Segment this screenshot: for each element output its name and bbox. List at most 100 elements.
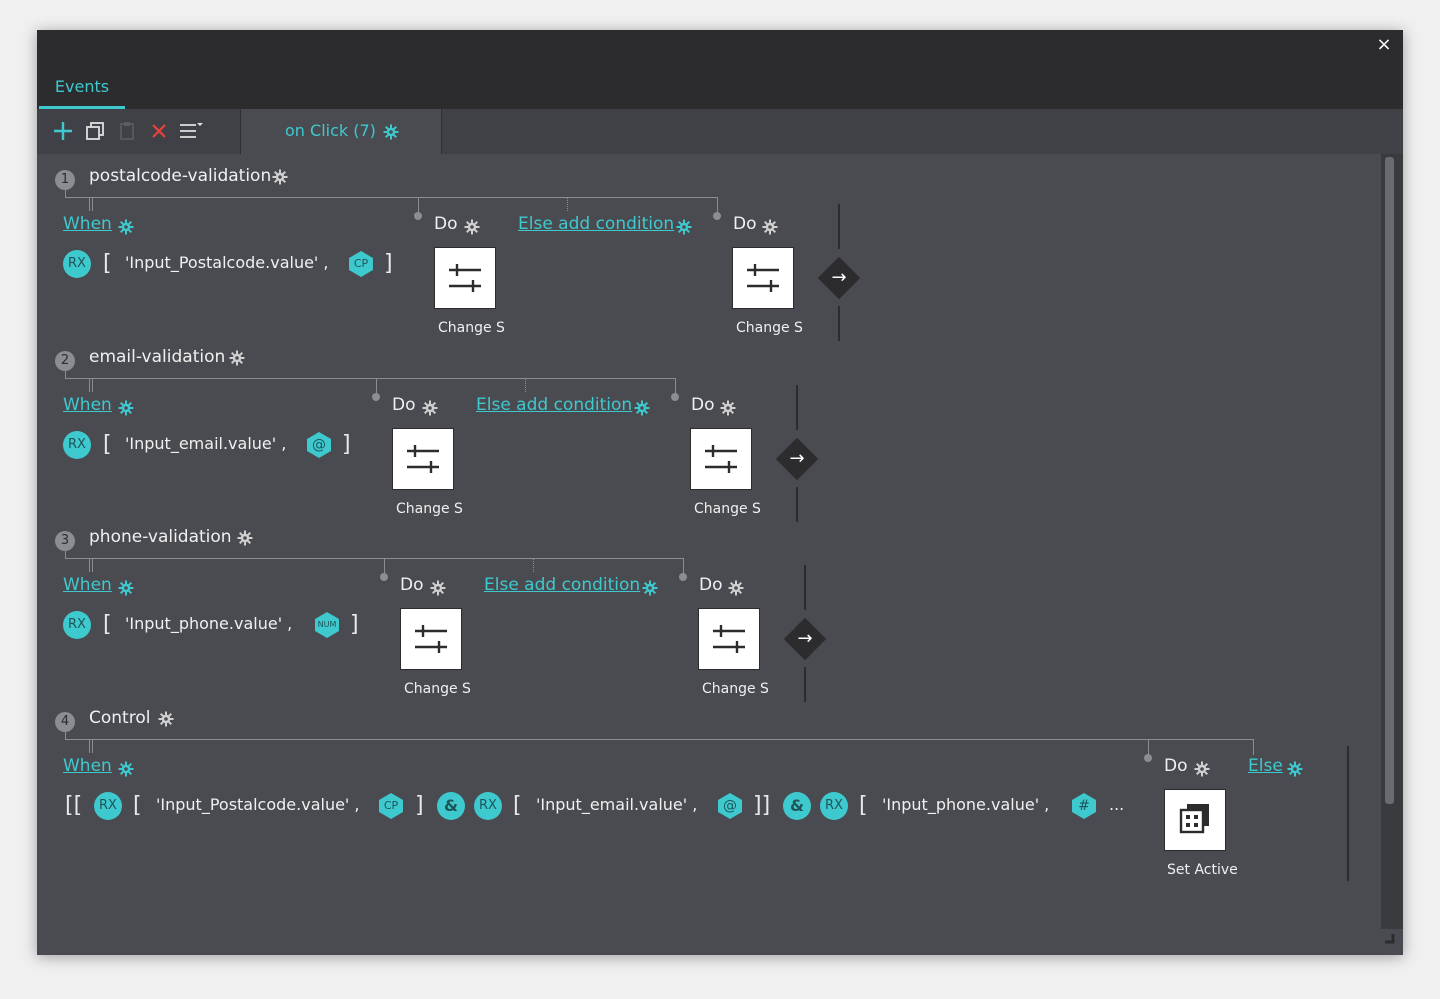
gear-icon[interactable] [118, 219, 134, 235]
condition-value[interactable]: 'Input_Postalcode.value' , [156, 795, 360, 814]
open-bracket: [ [513, 793, 522, 818]
menu-icon[interactable] [179, 119, 203, 143]
regex-badge[interactable]: RX [63, 611, 91, 639]
close-bracket: ] [415, 793, 424, 818]
else-add-condition-link[interactable]: Else add condition [484, 575, 641, 595]
resize-grip-icon[interactable] [1383, 932, 1395, 944]
condition-value[interactable]: 'Input_phone.value' , [882, 795, 1050, 814]
change-style-action[interactable] [400, 608, 462, 670]
gear-icon[interactable] [720, 400, 736, 416]
connector [675, 378, 676, 396]
change-style-action[interactable] [690, 428, 752, 490]
type-badge-label: CP [383, 799, 399, 812]
tab-on-click[interactable]: on Click (7) [241, 109, 442, 154]
gear-icon[interactable] [118, 400, 134, 416]
type-badge-hexagon[interactable] [347, 250, 375, 278]
connector [418, 197, 419, 215]
gear-icon[interactable] [422, 400, 438, 416]
else-add-condition-link[interactable]: Else add condition [518, 214, 675, 234]
group-title[interactable]: postalcode-validation [89, 166, 272, 186]
gear-icon[interactable] [383, 124, 399, 140]
connector [65, 378, 675, 379]
copy-icon[interactable] [83, 119, 107, 143]
connector [717, 197, 718, 215]
gear-icon[interactable] [464, 219, 480, 235]
gear-icon[interactable] [634, 400, 650, 416]
change-style-action[interactable] [434, 247, 496, 309]
gear-icon[interactable] [237, 530, 253, 546]
connector [683, 558, 684, 576]
regex-badge[interactable]: RX [94, 792, 122, 820]
connector-dot [414, 212, 422, 220]
when-link[interactable]: When [63, 575, 112, 595]
type-badge-hexagon[interactable] [305, 431, 333, 459]
change-style-action[interactable] [698, 608, 760, 670]
x-icon[interactable] [147, 119, 171, 143]
connector [92, 558, 93, 572]
and-operator[interactable]: & [437, 792, 465, 820]
else-add-condition-link[interactable]: Else add condition [476, 395, 633, 415]
flow-line [1347, 746, 1349, 881]
sliders-icon [747, 264, 779, 292]
condition-value[interactable]: 'Input_Postalcode.value' , [125, 253, 329, 272]
clipboard-icon[interactable] [115, 119, 139, 143]
connector-dot [671, 393, 679, 401]
toolbar: on Click (7) [37, 109, 1403, 154]
scrollbar-thumb[interactable] [1385, 157, 1394, 804]
open-bracket: [ [103, 612, 112, 637]
title-bar: × Events [37, 30, 1403, 109]
regex-badge[interactable]: RX [820, 792, 848, 820]
else-link[interactable]: Else [1248, 756, 1283, 776]
condition-value[interactable]: 'Input_email.value' , [125, 434, 287, 453]
and-operator[interactable]: & [783, 792, 811, 820]
type-badge-hexagon[interactable] [313, 611, 341, 639]
open-bracket: [ [103, 432, 112, 457]
change-style-action[interactable] [392, 428, 454, 490]
gear-icon[interactable] [272, 169, 288, 185]
type-badge-hexagon[interactable] [1070, 792, 1098, 820]
when-link[interactable]: When [63, 756, 112, 776]
gear-icon[interactable] [1194, 761, 1210, 777]
type-badge-label: # [1078, 798, 1090, 814]
set-active-action[interactable] [1164, 789, 1226, 851]
gear-icon[interactable] [642, 580, 658, 596]
group-title[interactable]: email-validation [89, 347, 226, 367]
connector-dot [372, 393, 380, 401]
type-badge-hexagon[interactable] [377, 792, 405, 820]
gear-icon[interactable] [1287, 761, 1303, 777]
when-link[interactable]: When [63, 214, 112, 234]
gear-icon[interactable] [118, 761, 134, 777]
gear-icon[interactable] [430, 580, 446, 596]
condition-value[interactable]: 'Input_email.value' , [536, 795, 698, 814]
regex-badge[interactable]: RX [63, 250, 91, 278]
do-label: Do [1164, 756, 1188, 776]
gear-icon[interactable] [229, 350, 245, 366]
group-title[interactable]: phone-validation [89, 527, 232, 547]
gear-icon[interactable] [728, 580, 744, 596]
flow-line [838, 204, 840, 249]
action-caption: Change S [438, 320, 505, 336]
gear-icon[interactable] [158, 711, 174, 727]
open-bracket: [ [103, 251, 112, 276]
type-badge-label: @ [312, 437, 326, 453]
vertical-scrollbar[interactable] [1381, 154, 1403, 929]
ellipsis: ... [1109, 795, 1125, 814]
regex-badge[interactable]: RX [474, 792, 502, 820]
set-active-icon [1179, 804, 1209, 834]
change-style-action[interactable] [732, 247, 794, 309]
close-icon[interactable]: × [1376, 34, 1392, 55]
group-title[interactable]: Control [89, 708, 151, 728]
type-badge-hexagon[interactable] [716, 792, 744, 820]
gear-icon[interactable] [762, 219, 778, 235]
connector-dot [679, 573, 687, 581]
gear-icon[interactable] [676, 219, 692, 235]
connector [65, 190, 66, 198]
flow-line [838, 306, 840, 341]
when-link[interactable]: When [63, 395, 112, 415]
tab-events[interactable]: Events [39, 72, 125, 109]
gear-icon[interactable] [118, 580, 134, 596]
plus-icon[interactable] [51, 119, 75, 143]
sliders-icon [407, 445, 439, 473]
condition-value[interactable]: 'Input_phone.value' , [125, 614, 293, 633]
regex-badge[interactable]: RX [63, 431, 91, 459]
